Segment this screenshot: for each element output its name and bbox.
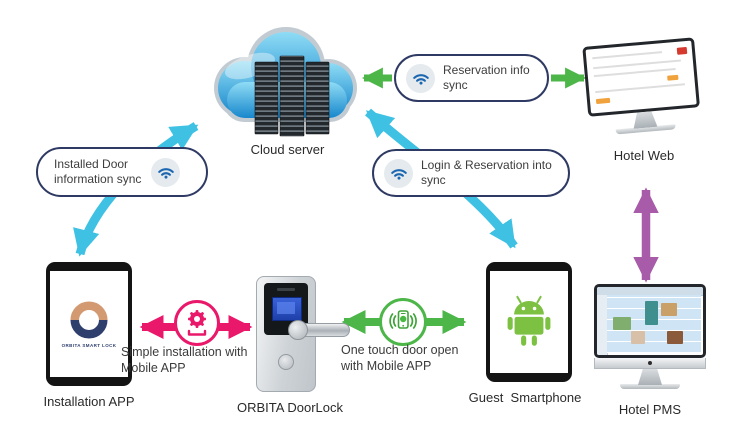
installation-app-screen: ORBITA SMART LOCK (50, 271, 128, 377)
doorlock-label: ORBITA DoorLock (237, 400, 343, 415)
hotel-web-monitor (582, 37, 701, 136)
orbita-ring-logo-icon (70, 301, 108, 338)
login-reservation-sync-text: Login & Reservation into sync (421, 157, 552, 187)
web-orange-button (667, 74, 679, 81)
lock-brand-mark (277, 288, 295, 291)
wifi-icon (384, 158, 413, 188)
pms-beige-tile (631, 331, 645, 344)
orbita-doorlock (256, 276, 352, 394)
lock-display-screen (272, 297, 302, 321)
installed-door-sync-text: Installed Door information sync (54, 156, 142, 186)
guest-smartphone-screen (490, 271, 568, 373)
lock-handle (302, 323, 350, 337)
one-touch-open-caption: One touch door open with Mobile APP (341, 343, 459, 374)
phone-tap-icon (379, 298, 427, 346)
monitor-base (620, 384, 680, 389)
pms-tan-tile (661, 303, 677, 316)
android-robot-icon (507, 295, 551, 346)
guest-smartphone-label: Guest Smartphone (468, 390, 582, 405)
reservation-sync-pill: Reservation info sync (394, 54, 549, 102)
simple-installation-caption: Simple installation with Mobile APP (121, 345, 248, 376)
apple-logo-icon (648, 361, 652, 365)
lock-handle-boss (288, 320, 308, 340)
splash-text: ORBITA SMART LOCK (61, 342, 117, 348)
gear-install-icon (174, 300, 220, 346)
installed-door-sync-pill: Installed Door information sync (36, 147, 208, 197)
hotel-pms-screen (594, 284, 706, 358)
web-orange-button (595, 97, 611, 105)
pms-green-tile (613, 317, 631, 330)
hotel-web-screen (582, 37, 700, 117)
web-red-button (676, 46, 688, 55)
login-reservation-sync-pill: Login & Reservation into sync (372, 149, 570, 197)
monitor-stand (632, 111, 657, 129)
cloud-server-illustration (214, 27, 357, 137)
monitor-chin (594, 358, 706, 369)
hotel-web-label: Hotel Web (613, 148, 675, 163)
monitor-stand (638, 369, 662, 385)
pms-brown-tile (667, 331, 683, 344)
reservation-sync-text: Reservation info sync (443, 62, 530, 92)
lock-panel (264, 283, 308, 335)
pms-pool-tile (645, 301, 658, 325)
installation-app-phone: ORBITA SMART LOCK (46, 262, 132, 386)
cloud-server-label: Cloud server (250, 142, 325, 157)
lock-keyhole (278, 354, 294, 370)
wifi-icon (151, 157, 181, 187)
hotel-pms-label: Hotel PMS (618, 402, 682, 417)
guest-smartphone (486, 262, 572, 382)
installation-app-label: Installation APP (43, 394, 135, 409)
wifi-icon (406, 63, 435, 93)
hotel-pms-monitor (594, 284, 706, 389)
